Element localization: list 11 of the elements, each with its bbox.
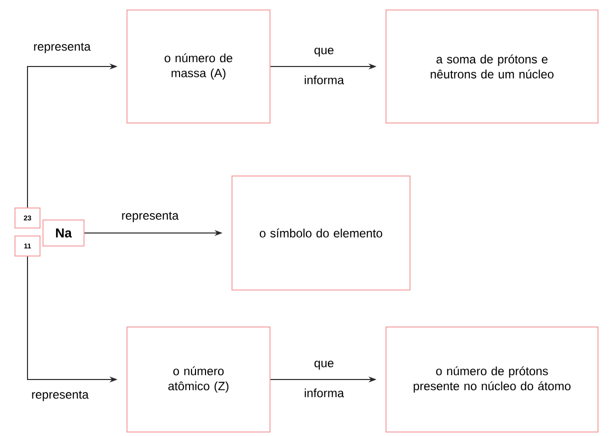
edge-label: representa <box>32 390 89 402</box>
element-symbol-box: Na <box>42 220 84 246</box>
concept-box: o número de prótons presente no núcleo do átomo <box>386 326 598 432</box>
edge-label: representa <box>34 42 91 54</box>
concept-box: o número de massa (A) <box>126 10 270 124</box>
edge-label: representa <box>122 212 179 222</box>
edge-label: que informa <box>304 48 344 84</box>
concept-box: o símbolo do elemento <box>232 176 410 290</box>
concept-box: a soma de prótons e nêutrons de um núcleo <box>386 10 598 124</box>
edge-label: que informa <box>304 360 344 398</box>
concept-box: o número atômico (Z) <box>126 326 270 432</box>
